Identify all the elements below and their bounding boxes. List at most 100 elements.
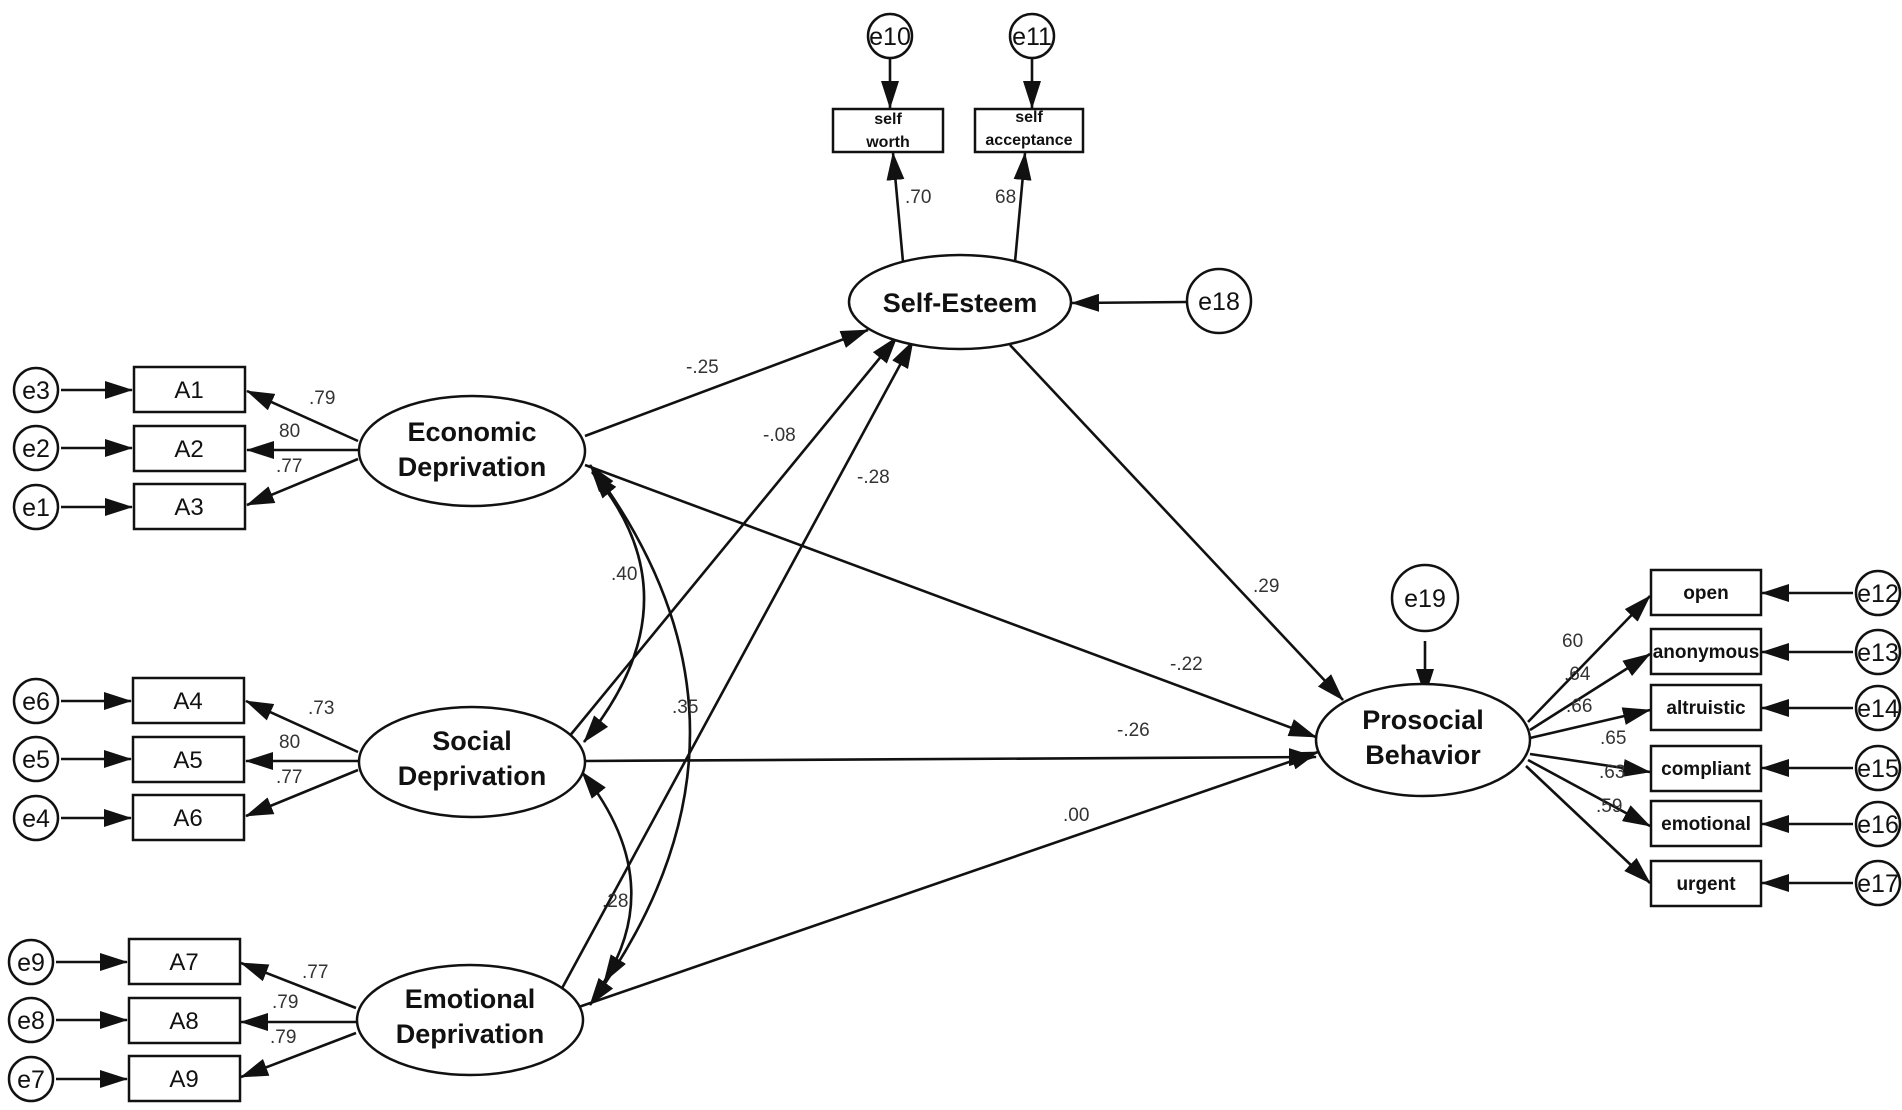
svg-text:compliant: compliant [1661, 759, 1751, 780]
svg-text:acceptance: acceptance [985, 132, 1072, 149]
loading-paths-left [240, 389, 359, 1079]
error-e10: e10 [866, 12, 914, 60]
svg-text:Self-Esteem: Self-Esteem [883, 288, 1038, 318]
error-e14: e14 [1854, 684, 1902, 732]
svg-text:emotional: emotional [1661, 814, 1751, 835]
error-e13: e13 [1854, 628, 1902, 676]
svg-text:Economic: Economic [407, 417, 536, 447]
indicator-A4: A4 [131, 676, 246, 725]
svg-text:e10: e10 [869, 23, 911, 51]
coef-econ-A3: .77 [276, 456, 302, 477]
svg-text:e18: e18 [1198, 288, 1240, 316]
svg-text:anonymous: anonymous [1653, 642, 1760, 663]
svg-text:Emotional: Emotional [405, 984, 536, 1014]
error-e2: e2 [12, 424, 60, 472]
coef-pro-open: 60 [1562, 631, 1583, 652]
svg-text:open: open [1683, 583, 1728, 604]
svg-text:altruistic: altruistic [1666, 698, 1746, 719]
svg-text:e1: e1 [22, 494, 50, 522]
svg-text:A1: A1 [174, 377, 203, 404]
error-e3: e3 [12, 366, 60, 414]
svg-text:e12: e12 [1857, 580, 1899, 608]
coef-pro-compliant: .65 [1600, 728, 1626, 749]
coef-emo-pro: .00 [1063, 805, 1089, 826]
coef-cov-econ-emo: .35 [672, 697, 698, 718]
coef-cov-soc-emo: .28 [602, 891, 628, 912]
prosocial-indicator-paths [1525, 595, 1651, 884]
svg-text:e3: e3 [22, 377, 50, 405]
latent-ellipses: Self-Esteem Economic Deprivation Social … [355, 253, 1532, 1077]
svg-text:A7: A7 [169, 949, 198, 976]
indicator-A2: A2 [132, 424, 247, 473]
indicator-compliant: compliant [1649, 744, 1763, 793]
structural-paths [558, 328, 1434, 1012]
svg-text:e11: e11 [1012, 23, 1052, 51]
error-paths-right [1761, 584, 1853, 892]
svg-text:A4: A4 [173, 688, 202, 715]
svg-text:worth: worth [865, 134, 910, 151]
indicator-A1: A1 [132, 365, 247, 414]
error-e15: e15 [1854, 744, 1902, 792]
error-e17: e17 [1854, 859, 1902, 907]
svg-text:self: self [874, 111, 902, 128]
svg-text:self: self [1015, 109, 1043, 126]
svg-text:A5: A5 [173, 747, 202, 774]
svg-text:e17: e17 [1857, 870, 1899, 898]
indicator-self-acceptance: self acceptance [973, 107, 1085, 154]
coef-cov-econ-soc: .40 [611, 564, 637, 585]
error-e6: e6 [12, 677, 60, 725]
svg-text:e16: e16 [1857, 811, 1899, 839]
indicator-emotional: emotional [1649, 799, 1763, 848]
svg-text:e6: e6 [22, 688, 50, 716]
svg-text:e19: e19 [1404, 585, 1446, 613]
indicator-A5: A5 [131, 735, 246, 784]
latent-self-esteem: Self-Esteem [847, 253, 1073, 351]
svg-text:A9: A9 [169, 1066, 198, 1093]
observed-boxes-left: A1 A2 A3 A4 A5 A6 A7 A8 A9 [127, 365, 247, 1103]
error-circles: e3 e2 e1 e6 e5 e4 e9 e8 e7 e10 e11 e18 e… [7, 12, 1902, 1103]
indicator-open: open [1649, 568, 1763, 617]
coef-pro-altruistic: .66 [1566, 696, 1592, 717]
error-e18: e18 [1185, 267, 1253, 335]
coef-soc-A4: .73 [308, 698, 334, 719]
error-e8: e8 [7, 996, 55, 1044]
coef-emo-A8: .79 [272, 992, 298, 1013]
svg-text:Prosocial: Prosocial [1362, 705, 1484, 735]
svg-text:e8: e8 [17, 1007, 45, 1035]
coef-econ-se: -.25 [686, 357, 719, 378]
coef-econ-pro: -.22 [1170, 654, 1203, 675]
coef-pro-emotional: .63 [1599, 762, 1625, 783]
svg-text:e7: e7 [17, 1066, 45, 1094]
coefficient-labels: .79 80 .77 .73 80 .77 .77 .79 .79 .70 68… [270, 187, 1626, 1048]
indicator-A9: A9 [127, 1054, 242, 1103]
latent-social-deprivation: Social Deprivation [357, 705, 587, 819]
svg-text:e15: e15 [1857, 755, 1899, 783]
error-e5: e5 [12, 735, 60, 783]
error-e7: e7 [7, 1055, 55, 1103]
self-esteem-indicator-paths [881, 56, 1188, 312]
svg-text:e13: e13 [1857, 639, 1899, 667]
coef-econ-A1: .79 [309, 388, 335, 409]
coef-emo-se: -.28 [857, 467, 890, 488]
coef-soc-pro: -.26 [1117, 720, 1150, 741]
svg-text:e5: e5 [22, 746, 50, 774]
coef-emo-A9: .79 [270, 1027, 296, 1048]
error-e9: e9 [7, 938, 55, 986]
latent-economic-deprivation: Economic Deprivation [357, 394, 587, 508]
indicator-self-worth: self worth [831, 107, 945, 154]
svg-text:A3: A3 [174, 494, 203, 521]
svg-text:e4: e4 [22, 805, 50, 833]
error-e16: e16 [1854, 800, 1902, 848]
svg-text:e2: e2 [22, 435, 50, 463]
error-paths-left [56, 381, 133, 1088]
coef-pro-anonymous: .64 [1564, 664, 1591, 685]
indicator-altruistic: altruistic [1649, 683, 1763, 732]
prosocial-indicator-boxes: open anonymous altruistic compliant emot… [1649, 568, 1763, 908]
latent-emotional-deprivation: Emotional Deprivation [355, 963, 585, 1077]
coef-emo-A7: .77 [302, 962, 328, 983]
svg-text:A6: A6 [173, 805, 202, 832]
error-e12: e12 [1854, 569, 1902, 617]
indicator-A7: A7 [127, 937, 242, 986]
error-e1: e1 [12, 483, 60, 531]
